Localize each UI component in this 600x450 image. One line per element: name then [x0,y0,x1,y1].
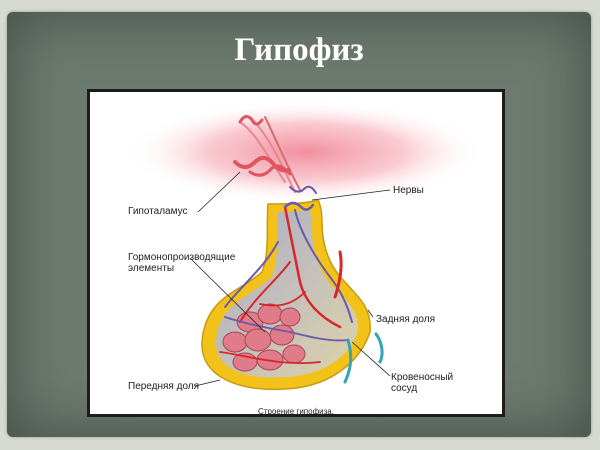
slide-title: Гипофиз [234,32,364,68]
label-hormone-elements-line2: элементы [128,263,175,274]
label-blood-vessel-line1: Кровеносный [391,372,454,383]
cyan-blood-vessel-2 [374,332,384,364]
label-nerves: Нервы [393,185,424,196]
diagram-frame: Гипоталамус Нервы Гормонопроизводящие эл… [87,89,505,417]
label-hormone-elements-line1: Гормонопроизводящие [128,252,236,263]
label-anterior-lobe: Передняя доля [128,381,200,392]
nerve-fibers [233,115,317,194]
blood-vessel-network [219,201,353,365]
pituitary-illustration [125,100,485,391]
slide: Гипофиз [7,12,591,437]
diagram-caption: Строение гипофиза. [258,407,334,416]
label-posterior-lobe: Задняя доля [376,314,435,325]
cyan-blood-vessel [343,338,353,384]
anterior-lobe-cells [222,303,306,372]
label-hypothalamus: Гипоталамус [128,206,188,217]
hypothalamus-region [125,100,485,204]
leader-lines [189,171,391,387]
label-blood-vessel-line2: сосуд [391,383,418,394]
